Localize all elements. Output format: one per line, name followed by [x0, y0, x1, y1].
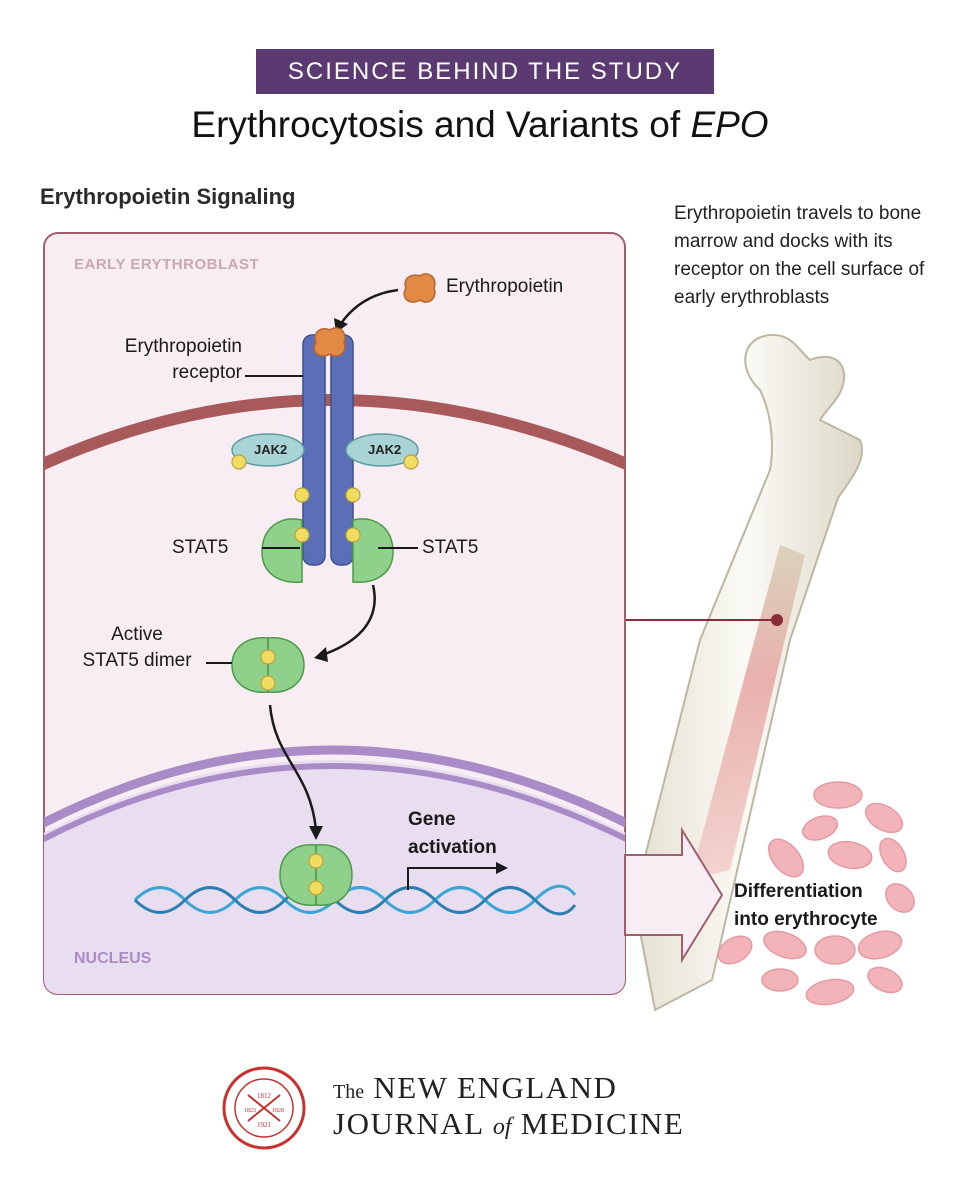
nuclear-envelope-outer	[44, 745, 625, 834]
jak2-left	[231, 433, 305, 467]
epo-arrow	[338, 288, 399, 326]
dna-helix	[133, 884, 577, 916]
receptor-label-line1: Erythropoietin	[124, 336, 242, 357]
title-prefix: Erythrocytosis and Variants of	[191, 104, 691, 145]
seal-year-bottom: 1921	[257, 1121, 272, 1129]
jak2-right-label: JAK2	[368, 442, 402, 457]
nucleus-arrow	[268, 704, 318, 831]
gene-activation-label: Gene activation	[408, 806, 497, 862]
stat5-dimer-dna	[279, 844, 353, 906]
dimer-label-line1: Active	[111, 624, 163, 645]
nejm-seal: 1812 1823 1828 1921	[222, 1066, 306, 1150]
differentiation-line1: Differentiation	[734, 881, 863, 902]
jak2-left-label: JAK2	[254, 442, 288, 457]
jak2-right	[345, 433, 419, 467]
seal-year-right: 1828	[272, 1108, 284, 1114]
receptor-label-line2: receptor	[172, 362, 242, 383]
dimer-label: Active STAT5 dimer	[72, 622, 202, 674]
seal-year-left: 1823	[244, 1108, 256, 1114]
nucleus-label: NUCLEUS	[74, 950, 152, 967]
journal-name-line2: JOURNAL of MEDICINE	[333, 1106, 684, 1142]
bone-description: Erythropoietin travels to bone marrow an…	[674, 203, 925, 308]
erythropoietin-molecule	[403, 273, 436, 303]
stat5-right-label: STAT5	[422, 537, 479, 558]
title-italic: EPO	[690, 104, 769, 145]
header-banner: SCIENCE BEHIND THE STUDY	[256, 49, 714, 94]
nuclear-envelope-inner	[44, 763, 625, 849]
gene-activation-line1: Gene	[408, 809, 456, 830]
gene-activation-line2: activation	[408, 837, 497, 858]
section-title: Erythropoietin Signaling	[40, 184, 296, 209]
differentiation-line2: into erythrocyte	[734, 909, 878, 930]
femur-bone	[632, 333, 863, 1012]
journal-line2a: JOURNAL	[333, 1106, 484, 1141]
journal-line1: NEW ENGLAND	[373, 1070, 618, 1105]
erythrocyte-cluster	[717, 781, 915, 1006]
erythropoietin-label: Erythropoietin	[446, 276, 564, 297]
differentiation-label: Differentiation into erythrocyte	[734, 878, 878, 934]
dimer-label-line2: STAT5 dimer	[82, 650, 192, 671]
erythropoietin-bound	[313, 327, 346, 357]
journal-name-line1: The NEW ENGLAND	[333, 1070, 617, 1106]
stat5-right	[352, 518, 394, 583]
seal-year-top: 1812	[257, 1092, 272, 1100]
stat5-left	[261, 518, 303, 583]
dimer-arrow	[321, 584, 376, 657]
cell-label: EARLY ERYTHROBLAST	[74, 256, 260, 273]
differentiation-arrow	[624, 826, 724, 964]
journal-of: of	[492, 1114, 512, 1140]
stat5-left-label: STAT5	[172, 537, 229, 558]
gene-activation-arrow	[407, 867, 500, 890]
stat5-dimer	[231, 637, 305, 693]
journal-the: The	[333, 1081, 365, 1103]
page-title: Erythrocytosis and Variants of EPO	[0, 104, 960, 146]
journal-line2b: MEDICINE	[520, 1106, 685, 1141]
receptor-label: Erythropoietin receptor	[102, 334, 242, 386]
